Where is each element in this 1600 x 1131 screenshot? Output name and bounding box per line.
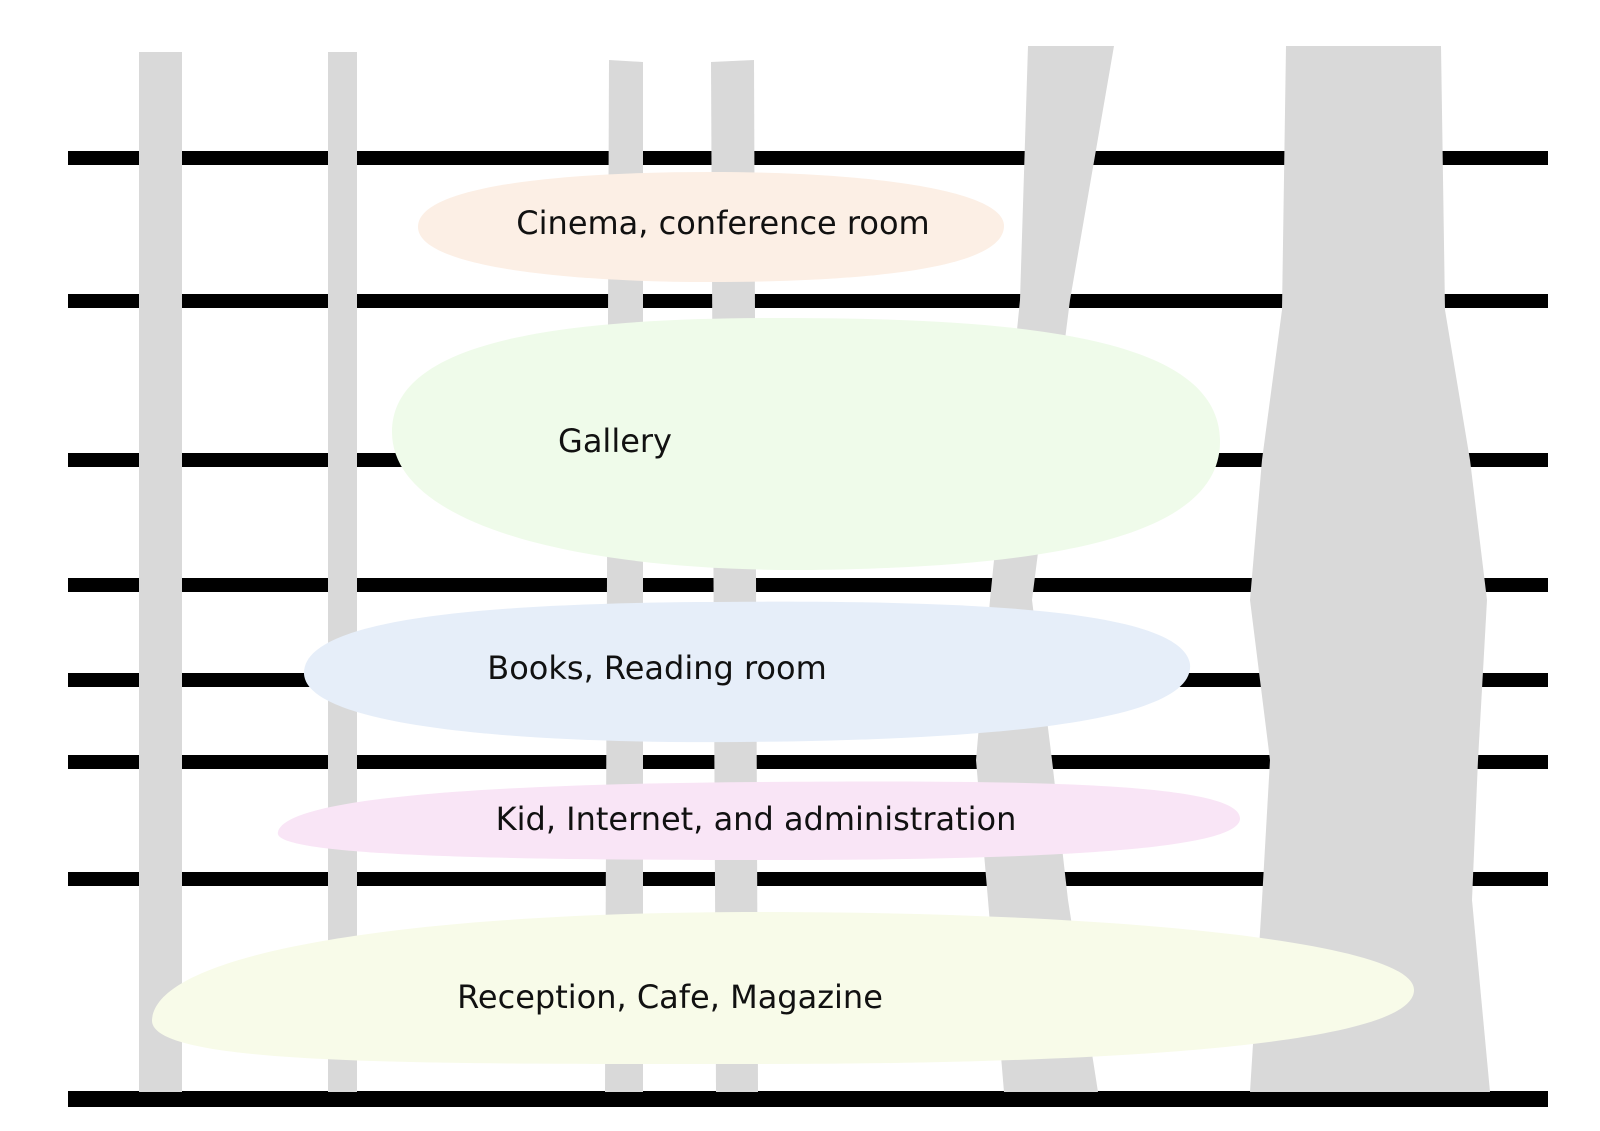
zone-cinema: Cinema, conference room	[417, 172, 1005, 282]
zone-books-shape	[303, 601, 1191, 743]
zone-gallery-label: Gallery	[558, 422, 672, 460]
zone-kids-label: Kid, Internet, and administration	[496, 800, 1017, 838]
zone-kids-shape	[277, 781, 1241, 860]
column-2	[328, 52, 357, 1092]
zone-cinema-label: Cinema, conference room	[516, 204, 929, 242]
zone-reception: Reception, Cafe, Magazine	[151, 912, 1414, 1065]
zone-gallery: Gallery	[392, 318, 1221, 570]
zone-cinema-shape	[417, 172, 1005, 282]
zone-books-label: Books, Reading room	[487, 649, 827, 687]
program-zones: Cinema, conference room Gallery Books, R…	[151, 172, 1414, 1065]
column-1	[139, 52, 182, 1092]
zone-kids: Kid, Internet, and administration	[277, 781, 1241, 860]
zone-reception-label: Reception, Cafe, Magazine	[457, 978, 883, 1016]
zone-gallery-shape	[392, 318, 1221, 570]
core-large	[1250, 46, 1490, 1092]
zone-reception-shape	[151, 912, 1414, 1065]
zone-books: Books, Reading room	[303, 601, 1191, 743]
